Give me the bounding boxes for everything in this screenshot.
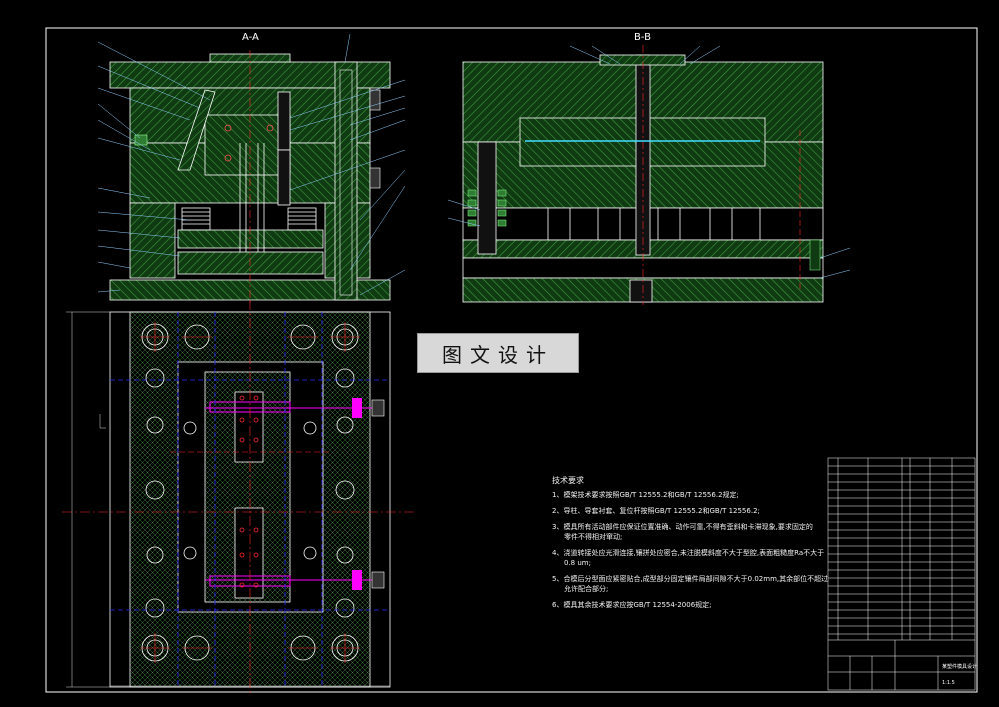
section-a-label: A-A <box>242 32 259 43</box>
technical-notes: 技术要求 1、模架技术要求按照GB/T 12555.2和GB/T 12556.2… <box>552 476 828 610</box>
note-line: 零件不得相对窜动; <box>564 533 623 541</box>
section-a-a: A-A <box>97 32 406 305</box>
title-block <box>827 457 976 691</box>
section-b-b: B-B <box>447 32 851 305</box>
plan-view <box>62 300 415 695</box>
note-line: 6、模具其余技术要求应按GB/T 12554-2006规定; <box>552 601 712 609</box>
drawing-scale: 1:1.5 <box>942 680 955 686</box>
note-line: 5、合模后分型面应紧密贴合,成型部分固定镶件局部间隙不大于0.02mm,其余部位… <box>552 575 829 583</box>
watermark: 图文设计 <box>418 334 578 372</box>
note-line: 0.8 um; <box>564 559 591 567</box>
outer-frame <box>45 27 978 693</box>
drawing-title: 某塑件模具设计 <box>942 663 977 670</box>
note-line: 2、导柱、导套衬套、复位杆按照GB/T 12555.2和GB/T 12556.2… <box>552 507 760 515</box>
note-line: 允许配合部分; <box>564 585 609 593</box>
note-line: 4、浇道转接处应光滑连接,镶拼处应密合,未注脱模斜度不大于型腔,表面粗糙度Ra不… <box>552 549 825 557</box>
note-line: 3、模具所有活动部件应保证位置准确、动作可靠,不得有歪斜和卡滞现象,要求固定的 <box>552 523 813 531</box>
note-line: 1、模架技术要求按照GB/T 12555.2和GB/T 12556.2规定; <box>552 491 739 499</box>
section-b-label: B-B <box>634 32 651 43</box>
notes-title: 技术要求 <box>552 476 584 485</box>
